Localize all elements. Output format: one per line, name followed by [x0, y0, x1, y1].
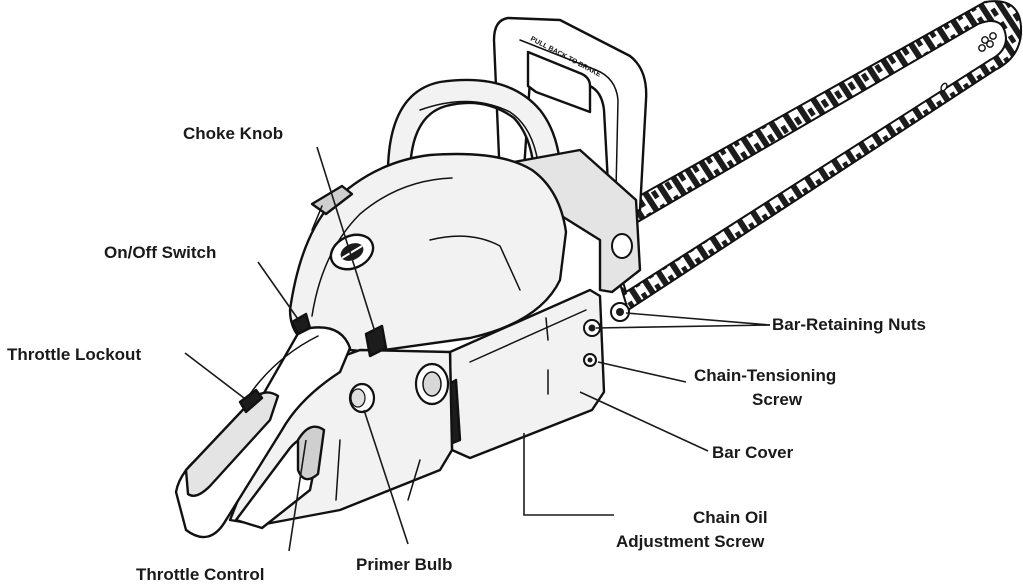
leader-lines — [184, 146, 771, 552]
label-choke-knob: Choke Knob — [183, 124, 283, 143]
primer-bulb-part — [348, 382, 376, 414]
label-chain-tensioning-line2: Screw — [752, 390, 803, 409]
label-chain-oil-line2: Adjustment Screw — [616, 532, 765, 551]
label-throttle-control: Throttle Control — [136, 565, 264, 584]
engine-housing — [288, 148, 642, 354]
choke-knob-part — [364, 324, 388, 358]
callout-labels: Choke Knob On/Off Switch Throttle Lockou… — [7, 124, 926, 584]
label-throttle-lockout: Throttle Lockout — [7, 345, 141, 364]
label-bar-retaining-nuts: Bar-Retaining Nuts — [772, 315, 926, 334]
label-chain-oil-line1: Chain Oil — [693, 508, 768, 527]
saw-body-rear — [174, 233, 633, 539]
bar-nose-holes — [978, 32, 997, 52]
throttle-lockout-part — [238, 388, 264, 414]
guide-bar — [598, 0, 1023, 312]
chain-tensioning-screw-part — [583, 353, 597, 367]
on-off-switch-part — [290, 312, 312, 336]
bar-retaining-nut — [583, 319, 601, 337]
label-bar-cover: Bar Cover — [712, 443, 794, 462]
label-chain-tensioning-line1: Chain-Tensioning — [694, 366, 836, 385]
label-on-off-switch: On/Off Switch — [104, 243, 216, 262]
bar-retaining-nut — [610, 302, 630, 322]
label-primer-bulb: Primer Bulb — [356, 555, 452, 574]
guide-bar-body — [608, 20, 1008, 294]
rear-handle: PULL BACK TO BRAKE — [492, 16, 648, 222]
